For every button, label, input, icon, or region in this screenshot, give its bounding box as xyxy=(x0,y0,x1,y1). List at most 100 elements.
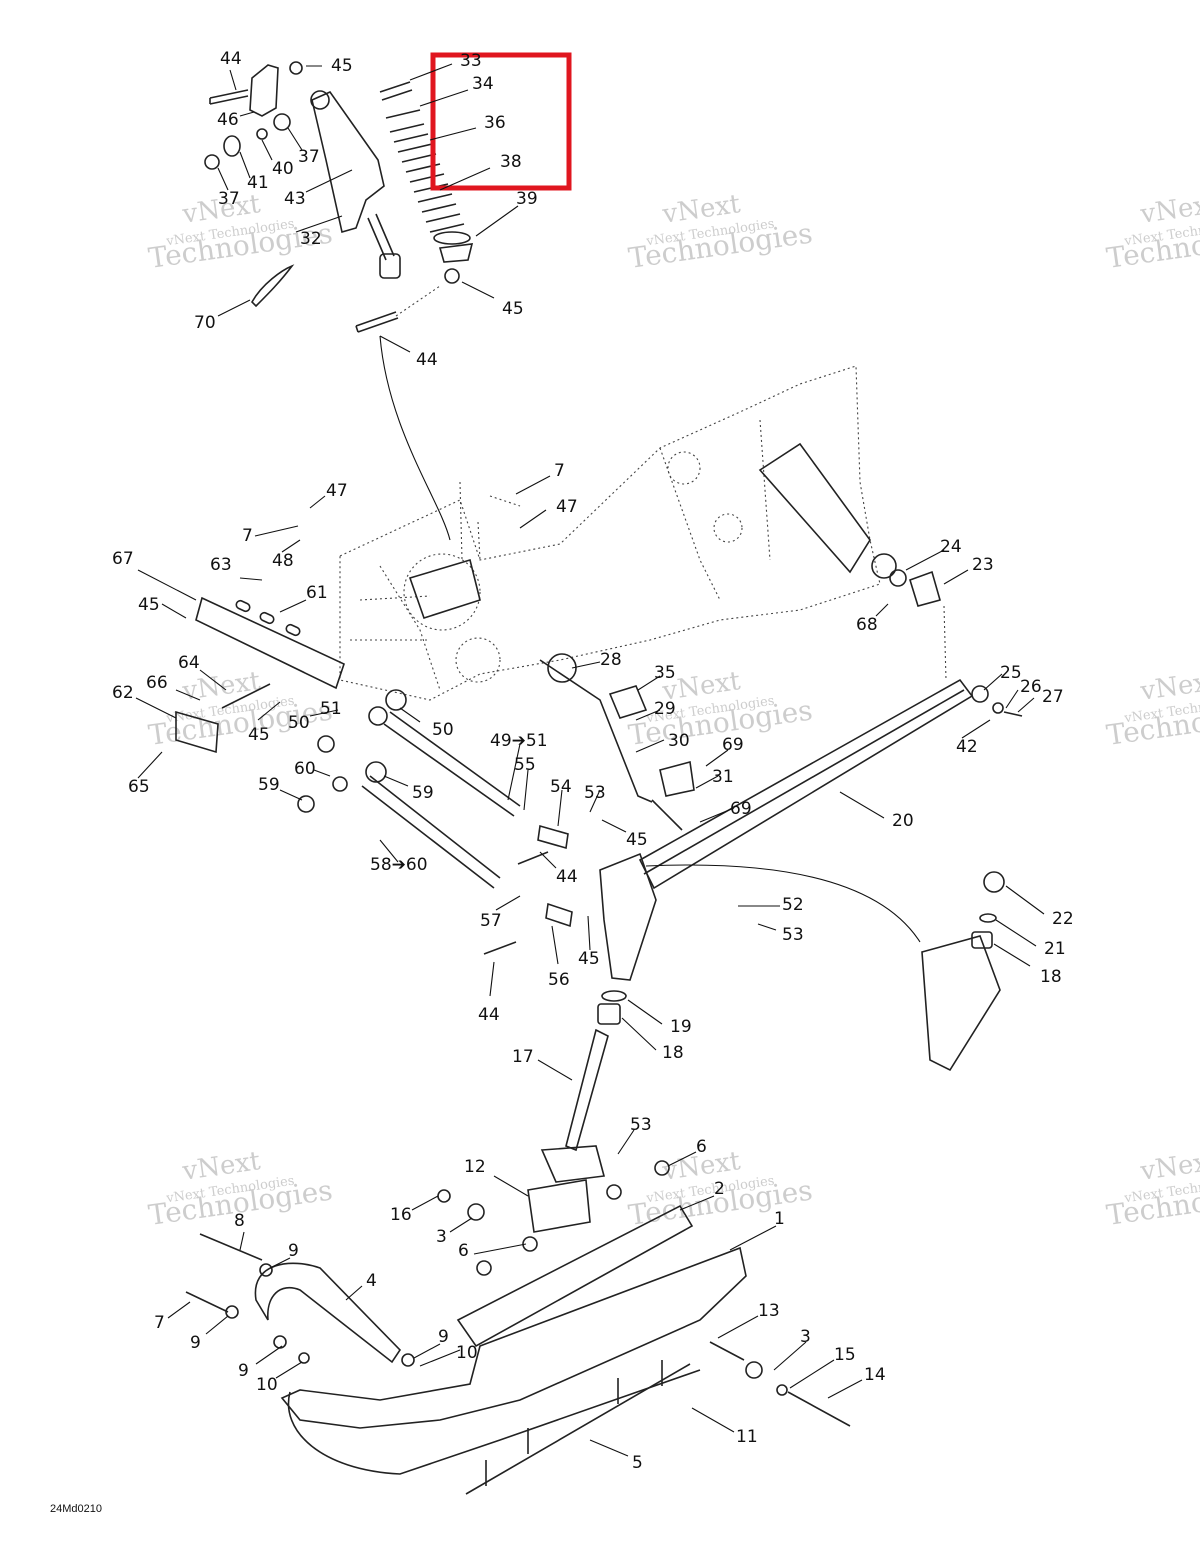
cable-tie xyxy=(251,264,295,308)
callout-55: 55 xyxy=(514,755,536,775)
callout-3: 3 xyxy=(800,1327,811,1347)
svg-text:vNext: vNext xyxy=(1138,1146,1200,1187)
callout-63: 63 xyxy=(210,555,232,575)
callout-51: 51 xyxy=(320,699,342,719)
callout-10: 10 xyxy=(456,1343,478,1363)
ski-body-5 xyxy=(287,1369,701,1475)
callout-8: 8 xyxy=(234,1211,245,1231)
grease-fitting-22 xyxy=(983,871,1005,893)
callout-9: 9 xyxy=(190,1333,201,1353)
bearing-24 xyxy=(871,553,897,579)
callout-19: 19 xyxy=(670,1017,692,1037)
callout-59: 59 xyxy=(258,775,280,795)
watermark-mid-left: vNext Technologies Technologies vNext xyxy=(146,666,334,752)
side-bracket xyxy=(175,710,219,754)
callout-58-60: 58➔60 xyxy=(370,855,428,875)
bolt-64 xyxy=(221,683,271,709)
callout-68: 68 xyxy=(856,615,878,635)
bumper-bracket xyxy=(195,596,345,690)
lower-arm-rod xyxy=(361,775,501,889)
callout-12: 12 xyxy=(464,1157,486,1177)
callout-59: 59 xyxy=(412,783,434,803)
ski-bolts xyxy=(185,1233,851,1427)
callout-39: 39 xyxy=(516,189,538,209)
callout-3: 3 xyxy=(436,1227,447,1247)
callout-26: 26 xyxy=(1020,677,1042,697)
highlight-box xyxy=(430,52,572,191)
shock-spring xyxy=(379,81,465,233)
callout-50: 50 xyxy=(432,720,454,740)
ski-leg-detail xyxy=(921,935,1001,1072)
callout-6: 6 xyxy=(458,1241,469,1261)
spring-seat xyxy=(433,231,471,245)
callout-15: 15 xyxy=(834,1345,856,1365)
callout-9: 9 xyxy=(288,1241,299,1261)
runner-5 xyxy=(465,1363,691,1495)
callout-27: 27 xyxy=(1042,687,1064,707)
shock-absorber-group xyxy=(204,61,474,541)
callout-48: 48 xyxy=(272,551,294,571)
callout-labels: 44 45 46 37 40 41 37 43 32 33 34 36 38 3… xyxy=(112,49,1074,1473)
callout-7: 7 xyxy=(242,526,253,546)
callout-16: 16 xyxy=(390,1205,412,1225)
suspension-arms xyxy=(175,596,573,955)
spring-stopper xyxy=(438,243,474,263)
callout-53: 53 xyxy=(584,783,606,803)
tie-rod-joint xyxy=(651,799,683,831)
shock-nut-left xyxy=(204,154,220,170)
shock-eye-lower xyxy=(379,253,401,279)
shock-bolt-upper xyxy=(209,89,249,105)
callout-44: 44 xyxy=(220,49,242,69)
callout-25: 25 xyxy=(1000,663,1022,683)
callout-11: 11 xyxy=(736,1427,758,1447)
callout-33: 33 xyxy=(460,51,482,71)
callout-45: 45 xyxy=(138,595,160,615)
callout-62: 62 xyxy=(112,683,134,703)
front-bulkhead-bracket xyxy=(758,442,871,574)
callout-45: 45 xyxy=(331,56,353,76)
callout-9: 9 xyxy=(238,1361,249,1381)
callout-18: 18 xyxy=(662,1043,684,1063)
callout-9: 9 xyxy=(438,1327,449,1347)
detail-circle xyxy=(403,553,481,631)
watermark-mid-right: vNext Technologies Technologies vNext xyxy=(1104,666,1200,752)
ski-1 xyxy=(280,1246,747,1429)
callout-45: 45 xyxy=(626,830,648,850)
callout-61: 61 xyxy=(306,583,328,603)
shock-mount-block xyxy=(408,558,481,620)
shock-washer xyxy=(273,113,291,131)
callout-20: 20 xyxy=(892,811,914,831)
rod-end-54 xyxy=(537,824,569,850)
shock-nut-upper xyxy=(289,61,303,75)
callout-64: 64 xyxy=(178,653,200,673)
callout-60: 60 xyxy=(294,759,316,779)
callout-69: 69 xyxy=(722,735,744,755)
callout-47: 47 xyxy=(326,481,348,501)
callout-40: 40 xyxy=(272,159,294,179)
trailing-arm-dashline xyxy=(943,605,947,681)
leader-lines xyxy=(135,63,1045,1457)
callout-37: 37 xyxy=(218,189,240,209)
shock-nut-lower xyxy=(444,268,460,284)
callout-45: 45 xyxy=(502,299,524,319)
callout-32: 32 xyxy=(300,229,322,249)
callout-67: 67 xyxy=(112,549,134,569)
svg-text:vNext: vNext xyxy=(1138,666,1200,707)
shock-bushing xyxy=(223,135,241,157)
spindle-17 xyxy=(565,1028,609,1152)
callout-2: 2 xyxy=(714,1179,725,1199)
callout-53: 53 xyxy=(782,925,804,945)
callout-65: 65 xyxy=(128,777,150,797)
bushing-50 xyxy=(385,689,407,711)
callout-28: 28 xyxy=(600,650,622,670)
shock-eye-upper xyxy=(310,90,330,110)
watermark-top-right: vNext Technologies Technologies vNext xyxy=(1104,189,1200,275)
bushing-18-lower xyxy=(597,1003,621,1025)
bushing-23 xyxy=(909,570,941,607)
callout-41: 41 xyxy=(247,173,269,193)
callout-44: 44 xyxy=(478,1005,500,1025)
callout-43: 43 xyxy=(284,189,306,209)
callout-49-51: 49➔51 xyxy=(490,731,548,751)
callout-29: 29 xyxy=(654,699,676,719)
